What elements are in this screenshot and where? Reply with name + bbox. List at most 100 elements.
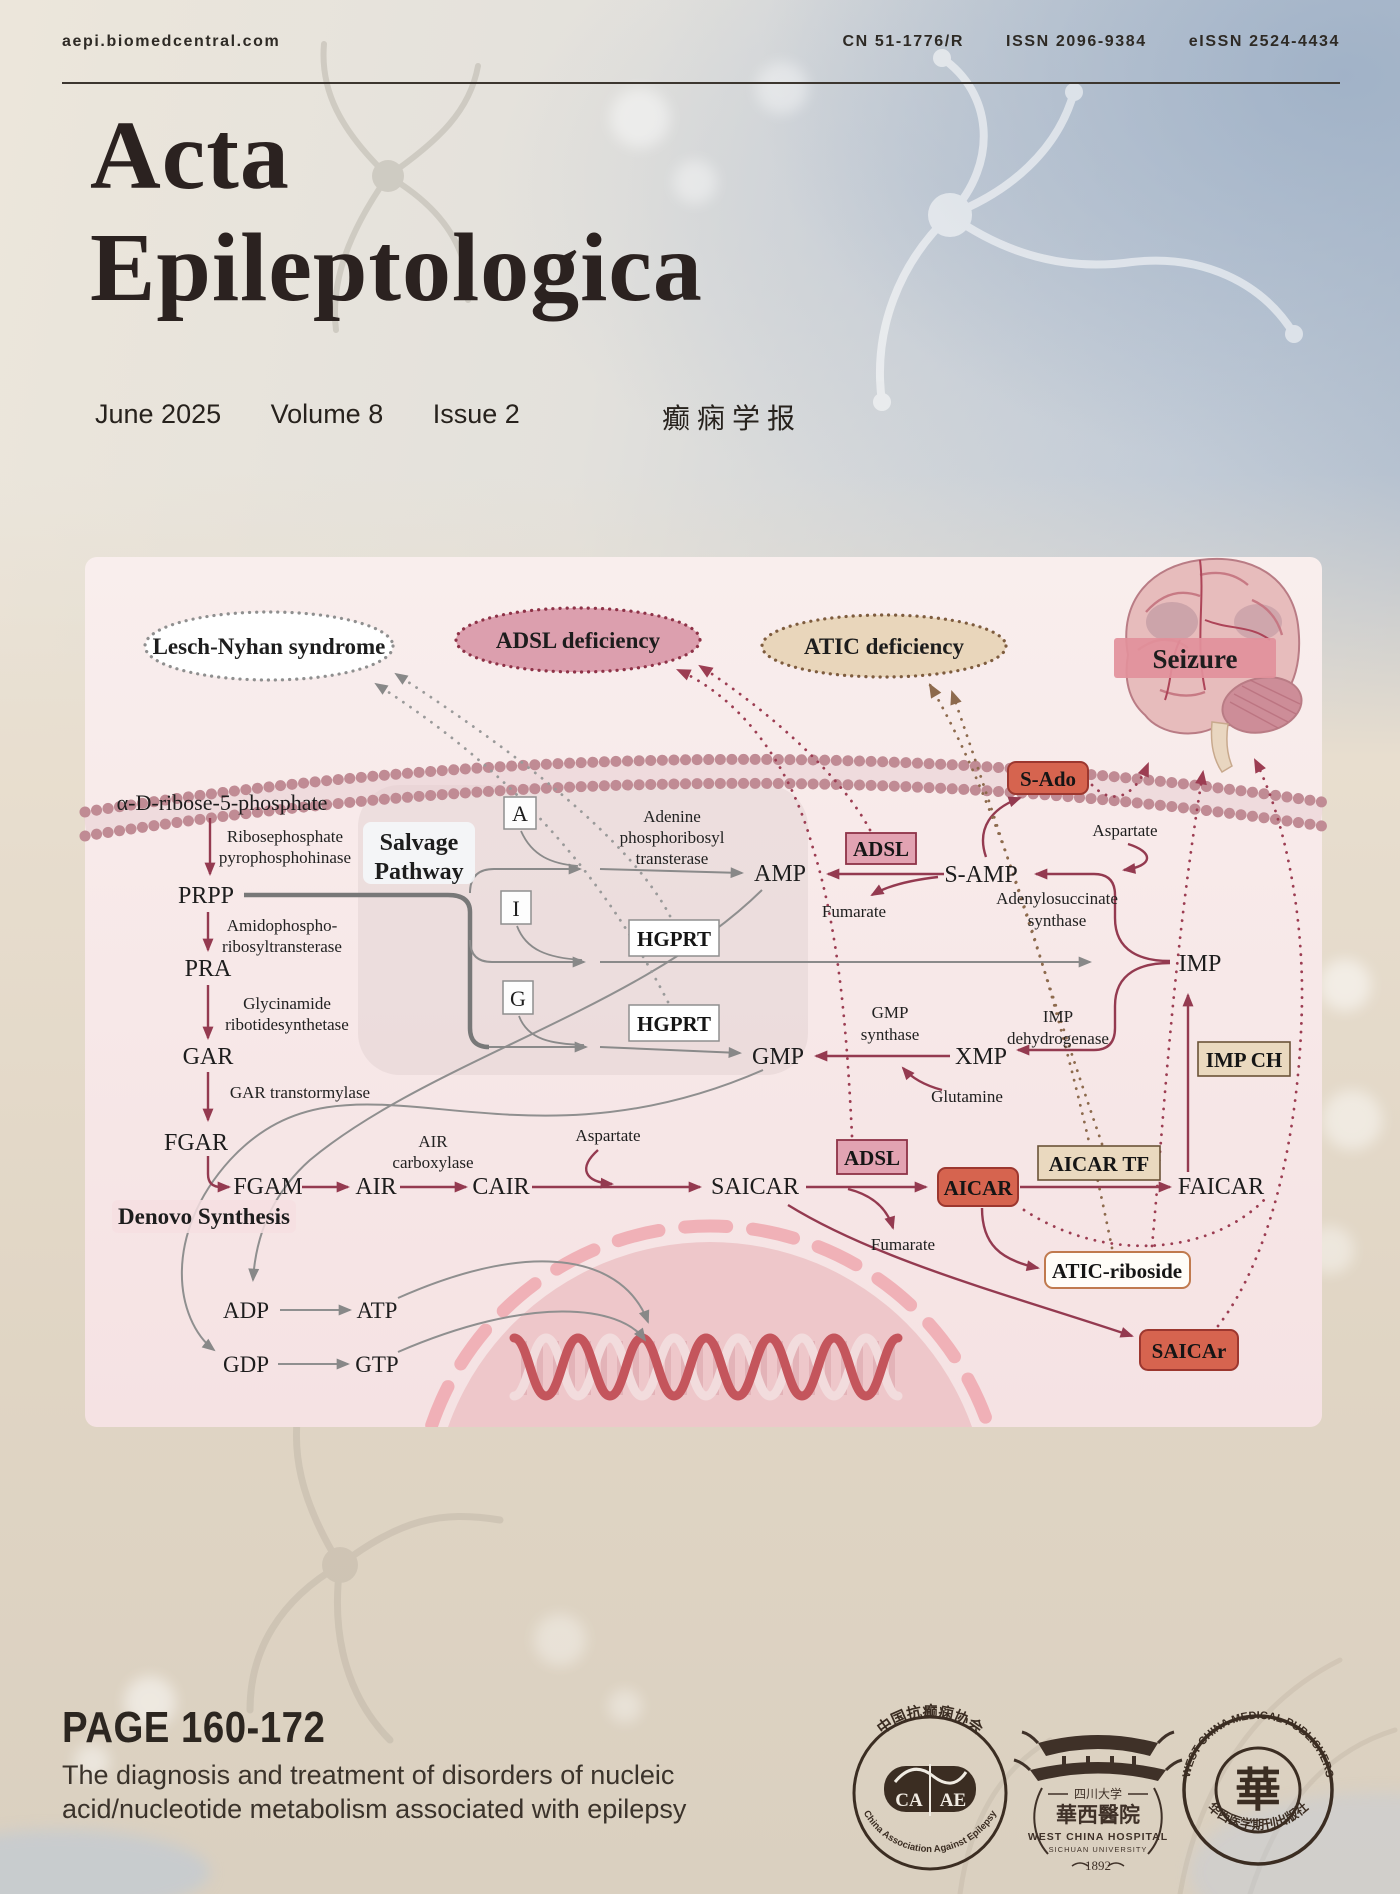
inosine-letter-box — [500, 890, 532, 925]
cell-membrane — [79, 753, 1328, 842]
wch-subtitle: SICHUAN UNIVERSITY — [1049, 1845, 1148, 1854]
s-ado-box — [1007, 761, 1089, 795]
enzyme-ribo-1: Ribosephosphate — [227, 827, 343, 846]
met-faicar: FAICAR — [1178, 1174, 1264, 1200]
met-gtp: GTP — [355, 1352, 398, 1377]
wch-name-chinese: 華西醫院 — [1056, 1803, 1140, 1827]
box-hgprt-1: HGPRT — [637, 927, 711, 951]
box-s-ado: S-Ado — [1020, 767, 1076, 791]
journal-title-chinese: 癫痫学报 — [662, 403, 803, 434]
adsl-box-upper — [845, 832, 917, 865]
met-prpp: PRPP — [178, 883, 234, 909]
letter-a: A — [512, 801, 528, 826]
article-title-line1: The diagnosis and treatment of disorders… — [62, 1760, 675, 1790]
denovo-label: Denovo Synthesis — [118, 1204, 290, 1229]
issue-date: June 2025 — [95, 399, 222, 429]
wch-name-english: WEST CHINA HOSPITAL — [1028, 1831, 1168, 1843]
enzyme-amido-2: ribosyltransterase — [222, 937, 342, 956]
guanine-letter-box — [502, 980, 534, 1015]
letter-i: I — [512, 896, 519, 921]
diagram-boxes — [112, 761, 1291, 1371]
aicar-tf-box — [1037, 1145, 1161, 1181]
lesch-nyhan-ellipse — [143, 610, 395, 682]
met-xmp: XMP — [955, 1044, 1007, 1070]
met-samp: S-AMP — [944, 862, 1017, 888]
issn-line: CN 51-1776/R ISSN 2096-9384 eISSN 2524-4… — [807, 33, 1341, 51]
wch-university: 四川大学 — [1074, 1786, 1122, 1801]
caae-right: AE — [940, 1790, 966, 1811]
eissn-number: eISSN 2524-4434 — [1188, 33, 1340, 50]
dna-icon — [509, 1333, 903, 1401]
enzyme-airc-2: carboxylase — [392, 1153, 473, 1172]
publisher-logos: 中国抗癫痫协会 CA AE China Association Against … — [852, 1702, 1335, 1873]
pathway-arrows — [202, 796, 1194, 1338]
issue-info: June 2025 Volume 8 Issue 2 — [95, 399, 562, 430]
atic-riboside-box — [1044, 1251, 1191, 1289]
box-aicar: AICAR — [944, 1176, 1014, 1200]
journal-title-line2: Epileptologica — [90, 214, 703, 322]
box-adsl-lower: ADSL — [844, 1146, 900, 1170]
disease-atic: ATIC deficiency — [804, 634, 964, 659]
met-gmp: GMP — [752, 1044, 804, 1070]
met-atp: ATP — [357, 1298, 398, 1323]
glutamine-label: Glutamine — [931, 1087, 1003, 1106]
caae-chinese: 中国抗癫痫协会 — [874, 1702, 987, 1737]
met-fgam: FGAM — [233, 1174, 302, 1200]
met-amp: AMP — [754, 861, 806, 887]
enzyme-aden-2: phosphoribosyl — [620, 828, 725, 847]
nucleus — [409, 1219, 1011, 1427]
enzyme-gmps-1: GMP — [872, 1003, 909, 1022]
box-adsl-upper: ADSL — [853, 837, 909, 861]
fumarate-lower: Fumarate — [871, 1235, 935, 1254]
neuron-icon — [320, 41, 481, 333]
atic-deficiency-ellipse — [760, 613, 1008, 679]
dotted-connectors — [374, 664, 1304, 1328]
met-gdp: GDP — [223, 1352, 269, 1377]
west-china-hospital-logo: 四川大学 華西醫院 WEST CHINA HOSPITAL SICHUAN UN… — [1013, 1730, 1183, 1873]
seizure-label: Seizure — [1153, 644, 1238, 674]
hgprt-box-2 — [628, 1004, 720, 1042]
temple-icon — [1013, 1730, 1183, 1855]
letter-g: G — [510, 986, 526, 1011]
disease-ellipses — [143, 606, 1008, 682]
fumarate-upper: Fumarate — [822, 902, 886, 921]
aspartate-lower: Aspartate — [575, 1126, 640, 1145]
hgprt-box-1 — [628, 919, 720, 957]
page-range: PAGE 160-172 — [62, 1704, 326, 1752]
svg-text:中国抗癫痫协会: 中国抗癫痫协会 — [874, 1702, 987, 1737]
enzyme-gly-1: Glycinamide — [243, 994, 331, 1013]
aicar-box — [937, 1167, 1019, 1207]
salvage-line2: Pathway — [374, 859, 463, 885]
journal-title: Acta Epileptologica — [90, 100, 703, 324]
enzyme-adsyn-2: synthase — [1028, 911, 1087, 930]
article-title-line2: acid/nucleotide metabolism associated wi… — [62, 1794, 687, 1824]
wch-year: 1892 — [1085, 1858, 1111, 1873]
bokeh-decor — [0, 62, 1400, 1894]
caae-left: CA — [895, 1790, 923, 1811]
box-saicar-r: SAICAr — [1152, 1339, 1227, 1363]
enzyme-aden-3: transterase — [636, 849, 709, 868]
box-hgprt-2: HGPRT — [637, 1012, 711, 1036]
adsl-deficiency-ellipse — [454, 606, 702, 674]
enzyme-airc-1: AIR — [418, 1132, 448, 1151]
enzyme-gart: GAR transtormylase — [230, 1083, 370, 1102]
enzyme-adsyn-1: Adenylosuccinate — [996, 889, 1118, 908]
box-imp-ch: IMP CH — [1206, 1048, 1282, 1072]
salvage-line1: Salvage — [380, 830, 459, 856]
seizure-label-box — [1114, 638, 1276, 678]
met-imp: IMP — [1179, 951, 1222, 977]
journal-website: aepi.biomedcentral.com — [62, 33, 281, 50]
enzyme-gly-2: ribotidesynthetase — [225, 1015, 349, 1034]
met-pra: PRA — [185, 956, 232, 982]
issue-number: Issue 2 — [432, 399, 520, 429]
neuron-icon — [873, 49, 1303, 411]
met-cair: CAIR — [472, 1174, 529, 1200]
diagram-text: Lesch-Nyhan syndrome ADSL deficiency ATI… — [117, 628, 1283, 1377]
caae-logo: 中国抗癫痫协会 CA AE China Association Against … — [852, 1702, 1008, 1871]
journal-title-line1: Acta — [90, 102, 290, 210]
saicar-r-box — [1139, 1329, 1239, 1371]
imp-ch-box — [1197, 1041, 1291, 1077]
enzyme-impd-2: dehydrogenase — [1007, 1029, 1109, 1048]
west-china-medical-publishers-logo: WEST CHINA MEDICAL PUBLISHERS 華 华西医学期刊出版… — [1181, 1710, 1335, 1866]
